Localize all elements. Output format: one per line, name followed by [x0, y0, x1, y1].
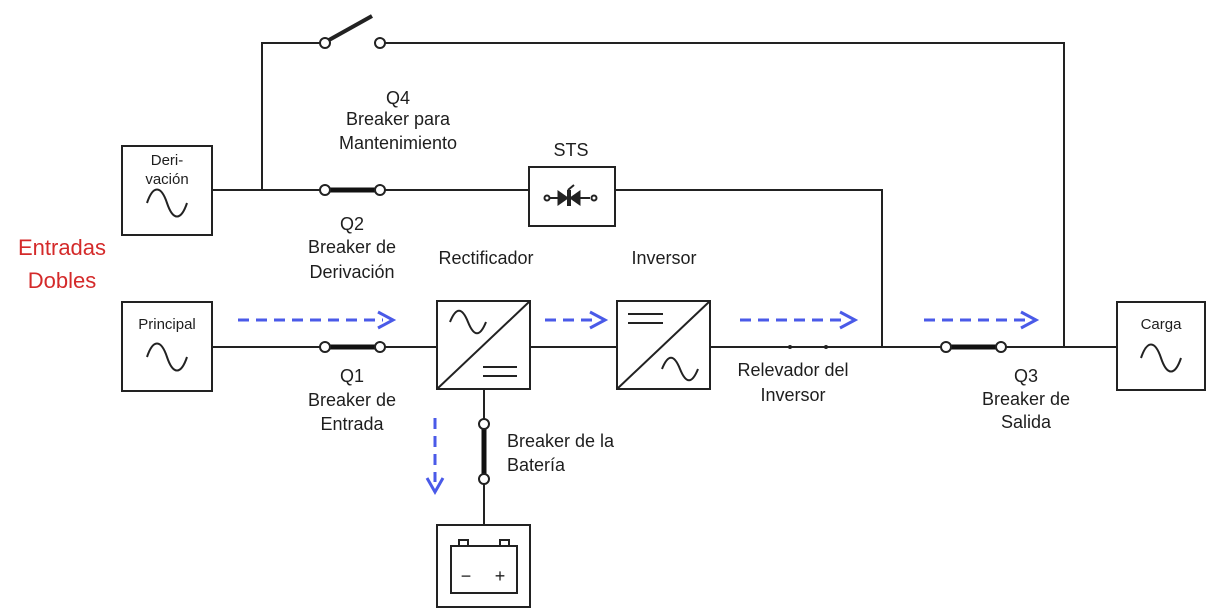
q2-label-line-3: Derivación — [309, 262, 394, 282]
flow-arrow-main-to-rectifier — [238, 310, 397, 330]
power-flow-arrows — [238, 310, 1040, 496]
main-source-block[interactable] — [121, 301, 213, 392]
load-box — [1116, 301, 1206, 391]
load-label: Carga — [1141, 316, 1183, 333]
q4-maintenance-breaker[interactable] — [319, 14, 386, 49]
inverter-relay-contact-left — [788, 345, 792, 349]
battery-breaker-terminal-bottom — [478, 473, 490, 485]
q3-terminal-right — [995, 341, 1007, 353]
battery-plus-terminal: + — [495, 566, 506, 586]
sine-wave-icon — [146, 188, 188, 218]
inverter-relay-label-line-2: Inversor — [760, 385, 825, 405]
q3-label-line-2: Breaker de — [982, 389, 1070, 409]
q2-label-line-2: Breaker de — [308, 237, 396, 257]
q2-terminal-right — [374, 184, 386, 196]
flow-arrow-rectifier-to-inverter — [545, 310, 609, 330]
rectifier-block[interactable] — [436, 300, 531, 390]
thyristor-switch-icon — [543, 184, 598, 206]
flow-arrow-inverter-output — [740, 310, 859, 330]
q1-label-line-1: Q1 — [340, 366, 364, 386]
load-block[interactable] — [1116, 301, 1206, 391]
q1-terminal-right — [374, 341, 386, 353]
main-source-box — [121, 301, 213, 392]
q1-label-line-2: Breaker de — [308, 390, 396, 410]
inverter-relay-contact-right — [824, 345, 828, 349]
q4-label-line-1: Q4 — [386, 88, 410, 108]
battery-breaker-label-line-2: Batería — [507, 455, 566, 475]
sts-block[interactable] — [528, 166, 616, 227]
battery-breaker-terminal-top — [478, 418, 490, 430]
q3-terminal-left — [940, 341, 952, 353]
battery-breaker[interactable] — [478, 418, 490, 485]
sine-wave-icon — [1140, 343, 1182, 373]
flow-arrow-to-load — [924, 310, 1040, 330]
sts-output-wire — [615, 189, 883, 347]
title-line-1: Entradas — [18, 235, 106, 260]
ac-sine-icon — [449, 309, 487, 335]
inverter-relay-label-line-1: Relevador del — [737, 360, 848, 380]
title-line-2: Dobles — [28, 268, 96, 293]
maintenance-bypass-wire-left — [261, 42, 323, 190]
rectifier-diagonal — [436, 300, 531, 390]
q1-input-breaker[interactable] — [319, 341, 386, 353]
battery-minus-terminal: − — [461, 566, 472, 586]
bypass-source-block[interactable] — [121, 145, 213, 236]
sine-wave-icon — [146, 342, 188, 372]
ac-sine-icon — [661, 356, 699, 382]
q3-label-line-3: Salida — [1001, 412, 1052, 432]
bypass-source-box — [121, 145, 213, 236]
battery-block[interactable]: − + — [436, 524, 531, 608]
inverter-diagonal — [616, 300, 711, 390]
q4-label-line-2: Breaker para — [346, 109, 451, 129]
q2-bypass-breaker[interactable] — [319, 184, 386, 196]
q4-terminal-left — [319, 37, 331, 49]
q4-open-blade — [328, 14, 373, 42]
sts-label: STS — [553, 140, 588, 160]
inverter-block[interactable] — [616, 300, 711, 390]
inverter-label: Inversor — [631, 248, 696, 268]
flow-arrow-to-battery — [425, 418, 445, 496]
q2-terminal-left — [319, 184, 331, 196]
inverter-relay-contacts — [788, 345, 828, 349]
battery-breaker-label-line-1: Breaker de la — [507, 431, 615, 451]
main-source-label: Principal — [138, 316, 196, 333]
maintenance-bypass-wire-right — [385, 42, 1065, 347]
q4-label-line-3: Mantenimiento — [339, 133, 457, 153]
q1-label-line-3: Entrada — [320, 414, 384, 434]
q3-output-breaker[interactable] — [940, 341, 1007, 353]
bypass-source-label-line-2: vación — [145, 171, 188, 188]
rectifier-label: Rectificador — [438, 248, 533, 268]
q3-label-line-1: Q3 — [1014, 366, 1038, 386]
bypass-source-label-line-1: Deri- — [151, 152, 184, 169]
q4-terminal-right — [374, 37, 386, 49]
q2-label-line-1: Q2 — [340, 214, 364, 234]
q1-terminal-left — [319, 341, 331, 353]
battery-icon — [450, 539, 518, 594]
